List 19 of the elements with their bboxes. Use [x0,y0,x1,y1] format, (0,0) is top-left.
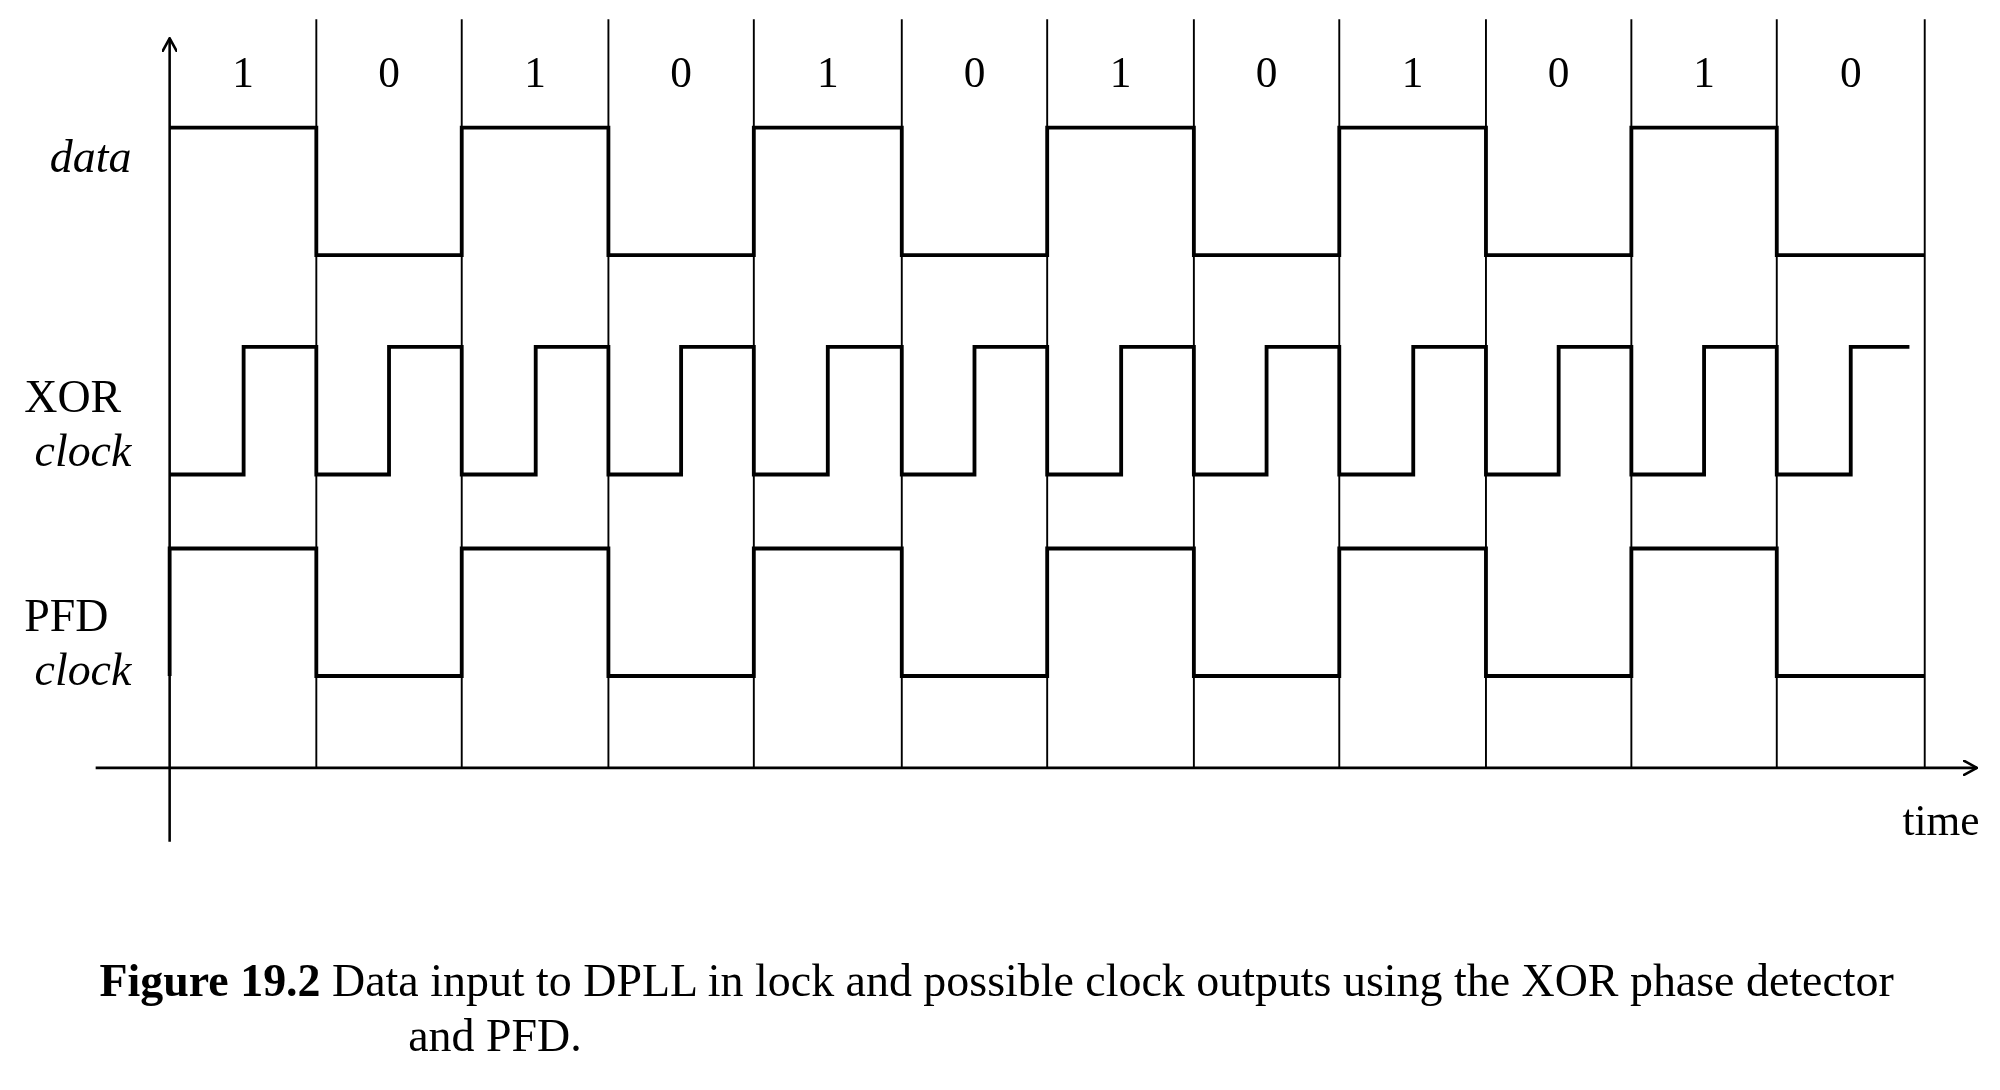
bit-value-label: 1 [232,51,254,95]
bit-value-label: 0 [1839,51,1862,95]
bit-value-label: 1 [1109,51,1132,95]
signal-label: PFD [24,593,109,640]
axis-label: time [1902,799,1980,844]
signal-label: XOR [24,373,122,420]
signal-label: data [49,133,132,180]
bit-value-label: 0 [670,51,692,95]
bit-value-label: 1 [1401,51,1424,95]
figure-caption: Figure 19.2 Data input to DPLL in lock and possible clock outputs using the XOR phase detector and PFD. [99,954,1895,1064]
bit-value-label: 1 [1693,51,1715,95]
bit-value-label: 0 [378,51,400,95]
bit-value-label: 0 [1547,51,1570,95]
signal-label: clock [34,646,132,693]
bit-value-label: 1 [816,51,839,95]
bit-value-label: 1 [524,51,546,95]
bit-value-label: 0 [963,51,986,95]
signal-label: clock [34,427,132,474]
bit-value-label: 0 [1255,51,1278,95]
